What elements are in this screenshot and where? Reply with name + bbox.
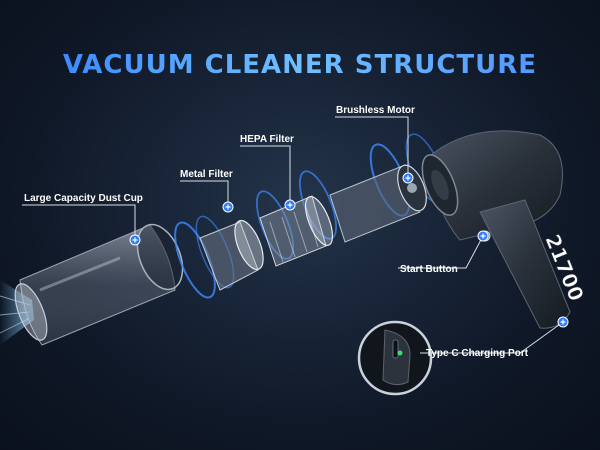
label-start-button: Start Button [400, 264, 458, 275]
callout-markers [129, 172, 569, 328]
charging-port-closeup [357, 320, 433, 396]
vacuum-body [421, 130, 571, 329]
plus-marker-icon [284, 199, 296, 211]
label-brushless-motor: Brushless Motor [336, 105, 415, 116]
plus-marker-icon [402, 172, 414, 184]
label-charging-port: Type C Charging Port [426, 348, 529, 359]
plus-marker-icon [129, 234, 141, 246]
dust-cup [14, 223, 184, 346]
label-dust-cup: Large Capacity Dust Cup [24, 193, 143, 204]
plus-marker-icon [477, 230, 489, 242]
label-hepa-filter: HEPA Filter [240, 134, 294, 145]
label-metal-filter: Metal Filter [180, 169, 233, 180]
callout-lines [22, 116, 564, 354]
plus-marker-icon [222, 201, 234, 213]
page-title: VACUUM CLEANER STRUCTURE [0, 50, 600, 80]
hepa-filter [259, 195, 334, 267]
metal-filter [199, 219, 264, 291]
brushless-motor [329, 164, 427, 243]
plus-marker-icon [557, 316, 569, 328]
